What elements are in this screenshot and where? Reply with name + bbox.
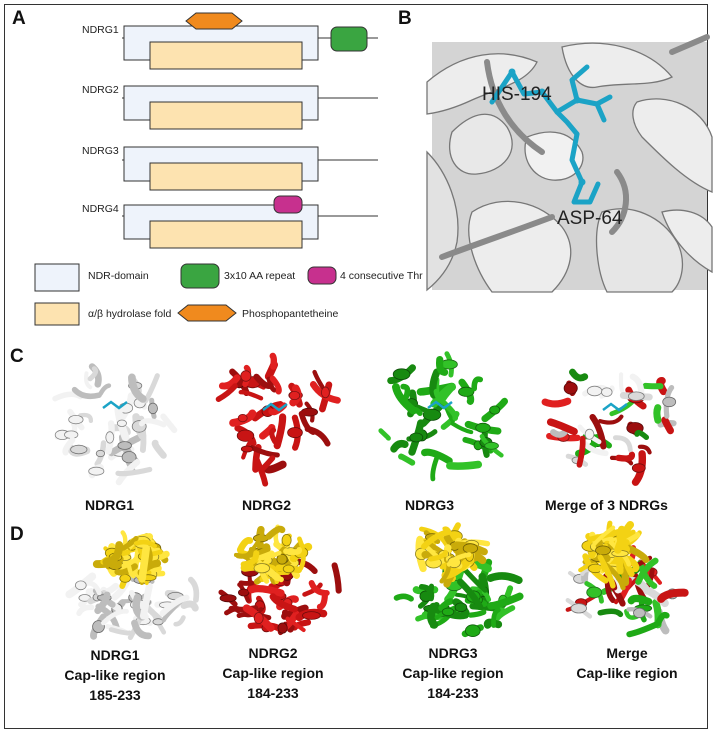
hydrolase-fold-box — [149, 220, 303, 249]
phosphopantetheine-marker — [185, 12, 243, 30]
ligand-sticks — [102, 400, 128, 410]
cap-label-region: Cap-like region — [64, 667, 166, 683]
structure-ndrg3-body — [393, 554, 524, 638]
legend-phospho-label: Phosphopantetheine — [242, 308, 339, 320]
gene-row-ndrg2 — [122, 85, 378, 130]
structure-label-merge: Merge of 3 NDRGs — [545, 497, 668, 513]
cap-label-range: 185-233 — [89, 687, 141, 703]
active-site-image: HIS-194 ASP-64 — [426, 34, 713, 293]
cap-label-ndrg3: NDRG3 Cap-like region 184-233 — [378, 643, 528, 703]
cap-label-title: Merge — [606, 645, 648, 661]
panel-letter-d: D — [10, 524, 24, 545]
panel-letter-b: B — [398, 8, 412, 29]
gene-label-ndrg1: NDRG1 — [82, 24, 119, 36]
panel-letter-c: C — [10, 346, 24, 367]
structure-label-ndrg2: NDRG2 — [242, 497, 292, 513]
cap-label-region: Cap-like region — [402, 665, 504, 681]
ligand-sticks — [602, 402, 628, 412]
legend-ndr-domain-label: NDR-domain — [88, 270, 149, 282]
domain-diagram — [34, 12, 378, 326]
residue-label-his: HIS-194 — [482, 84, 552, 105]
cap-label-ndrg2: NDRG2 Cap-like region 184-233 — [198, 643, 348, 703]
legend-hydrolase-label: α/β hydrolase fold — [88, 308, 172, 320]
gene-label-ndrg3: NDRG3 — [82, 145, 119, 157]
legend-thr-label: 4 consecutive Thr — [340, 270, 423, 282]
legend-hydrolase-swatch — [34, 302, 80, 326]
cap-label-region: Cap-like region — [576, 665, 678, 681]
hydrolase-fold-box — [149, 101, 303, 130]
gene-row-ndrg4 — [122, 195, 378, 249]
cap-label-title: NDRG3 — [428, 645, 478, 661]
hydrolase-fold-box — [149, 41, 303, 70]
cap-label-range: 184-233 — [247, 685, 299, 701]
panel-c-structures — [52, 351, 677, 487]
structure-merge — [541, 368, 677, 486]
structure-ndrg3 — [378, 351, 508, 482]
cap-label-title: NDRG1 — [90, 647, 140, 663]
cap-region-merge — [578, 520, 650, 591]
cap-label-merge: Merge Cap-like region — [552, 643, 702, 683]
structure-ndrg1 — [52, 363, 178, 486]
gene-row-ndrg3 — [122, 146, 378, 191]
figure-frame — [4, 4, 708, 729]
cap-region-ndrg3 — [414, 522, 491, 588]
structure-ndrg2 — [215, 352, 341, 487]
cap-region-ndrg1 — [92, 530, 170, 589]
legend-repeat-swatch — [180, 263, 220, 289]
structure-label-ndrg3: NDRG3 — [405, 497, 455, 513]
cap-label-title: NDRG2 — [248, 645, 298, 661]
residue-label-asp: ASP-64 — [557, 208, 623, 229]
structure-ndrg1-body — [65, 572, 200, 641]
legend-repeat-label: 3x10 AA repeat — [224, 270, 296, 282]
legend-phospho-swatch — [177, 304, 237, 322]
cap-label-ndrg1: NDRG1 Cap-like region 185-233 — [40, 645, 190, 705]
gene-row-ndrg1 — [122, 12, 378, 70]
ligand-sticks — [427, 400, 453, 410]
ligand-sticks — [262, 402, 288, 412]
legend-ndr-domain-swatch — [34, 263, 80, 292]
hydrolase-fold-box — [149, 162, 303, 191]
legend-thr-swatch — [307, 266, 337, 285]
cap-region-ndrg2 — [233, 524, 313, 585]
repeat-marker — [330, 26, 368, 52]
gene-label-ndrg4: NDRG4 — [82, 203, 119, 215]
thr-marker — [273, 195, 303, 214]
panel-letter-a: A — [12, 8, 26, 29]
panel-d-structures — [65, 520, 689, 641]
structure-label-ndrg1: NDRG1 — [85, 497, 135, 513]
gene-label-ndrg2: NDRG2 — [82, 84, 119, 96]
cap-label-range: 184-233 — [427, 685, 479, 701]
cap-label-region: Cap-like region — [222, 665, 324, 681]
